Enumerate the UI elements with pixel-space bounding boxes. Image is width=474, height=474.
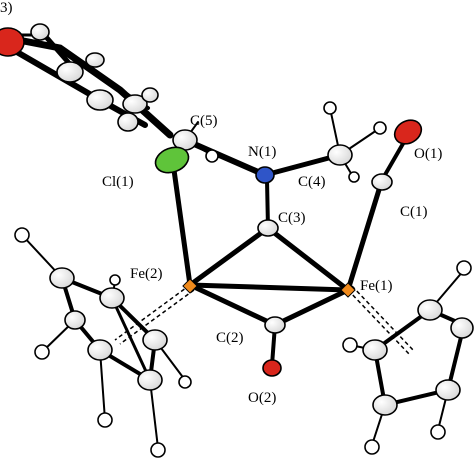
- bond-fe1-c2: [272, 287, 351, 328]
- bond-cp-left-2: [110, 296, 152, 382]
- atom-h-cp-left-6: [109, 274, 121, 286]
- dashed-bond-fe1-cp: [347, 289, 411, 356]
- label-cl1: Cl(1): [102, 174, 134, 190]
- atom-h-c4-2: [373, 121, 387, 135]
- atom-c-ring-2: [30, 23, 50, 41]
- atom-fe1: [340, 282, 356, 298]
- atom-cp-left-6: [64, 310, 86, 330]
- atom-cl1: [154, 146, 190, 174]
- atom-h-cp-right-1: [456, 260, 472, 276]
- atom-h-cp-left-2: [34, 344, 50, 360]
- label-c5: C(5): [190, 113, 218, 129]
- atom-cp-left-2: [99, 287, 125, 309]
- label-o1: O(1): [414, 146, 442, 162]
- label-corner: 3): [0, 0, 13, 16]
- atom-h-c5: [205, 149, 219, 163]
- bond-fe2-c2: [187, 282, 278, 328]
- dashed-bond-fe2-cp: [114, 284, 191, 341]
- bond-ring-top-2: [7, 45, 148, 128]
- atom-layer: [0, 23, 474, 458]
- atom-c3: [257, 219, 279, 237]
- label-c4: C(4): [298, 174, 326, 190]
- bond-layer: [4, 27, 467, 449]
- atom-cp-right-4: [435, 379, 461, 401]
- atom-c-ring-3: [56, 61, 84, 83]
- bond-cl1-fe2: [171, 167, 193, 288]
- dashed-bond-fe1-cp-2: [351, 285, 415, 352]
- atom-h-c4-3: [348, 171, 360, 183]
- atom-n1: [255, 166, 275, 184]
- atom-o2: [262, 359, 282, 377]
- atom-c-ring-7: [141, 87, 159, 103]
- label-c2: C(2): [216, 330, 244, 346]
- atom-h-cp-right-3: [364, 439, 380, 455]
- atom-cp-right-3: [450, 317, 474, 339]
- atom-c2: [264, 316, 286, 334]
- atom-o1: [393, 119, 423, 145]
- atom-cp-right-1: [362, 339, 388, 361]
- atom-c-ring-6: [122, 94, 148, 114]
- label-fe1: Fe(1): [360, 278, 393, 294]
- atom-c-ring-4: [85, 52, 105, 68]
- dashed-bond-fe2-cp-2: [119, 289, 195, 345]
- label-layer: 3) C(5) N(1) Cl(1) C(4) O(1) C(3) C(1) F…: [0, 0, 442, 406]
- atom-h-cp-left-5: [178, 375, 192, 389]
- atom-c1: [371, 173, 393, 191]
- label-o2: O(2): [248, 390, 276, 406]
- atom-cp-left-5: [87, 339, 113, 361]
- atom-cp-right-5: [372, 394, 398, 416]
- bond-fe1-c1: [345, 177, 385, 293]
- atom-fe2: [182, 278, 198, 294]
- bond-c5-n1: [182, 137, 268, 178]
- atom-h-cp-right-2: [342, 337, 358, 353]
- label-fe2: Fe(2): [130, 266, 163, 282]
- bond-ring-top-1: [4, 34, 174, 139]
- bond-fe2-fe1: [187, 282, 351, 293]
- bond-n1-c4: [262, 152, 343, 178]
- atom-cp-left-4: [137, 369, 163, 391]
- dashed-bonds: [114, 284, 415, 356]
- atom-c-ring-8: [117, 112, 139, 132]
- label-c3: C(3): [278, 210, 306, 226]
- atom-c-ring-5: [86, 89, 114, 111]
- atom-c-ring-1: [0, 27, 25, 57]
- label-n1: N(1): [248, 144, 276, 160]
- atom-c4: [327, 144, 353, 166]
- atom-h-c4-1: [323, 101, 337, 115]
- bond-cp-left-h3: [99, 349, 106, 421]
- bond-c3-fe2: [187, 225, 271, 288]
- atom-h-cp-left-1: [14, 227, 30, 243]
- atom-cp-right-2: [417, 299, 443, 321]
- atom-h-cp-left-3: [97, 412, 113, 428]
- atom-cp-left-1: [49, 267, 75, 289]
- label-c1: C(1): [400, 204, 428, 220]
- atom-cp-left-3: [142, 329, 168, 351]
- bond-c3-fe1: [265, 225, 351, 293]
- atom-h-cp-left-4: [150, 442, 166, 458]
- atom-h-cp-right-4: [430, 424, 446, 440]
- bond-cp-left-h4: [149, 379, 159, 449]
